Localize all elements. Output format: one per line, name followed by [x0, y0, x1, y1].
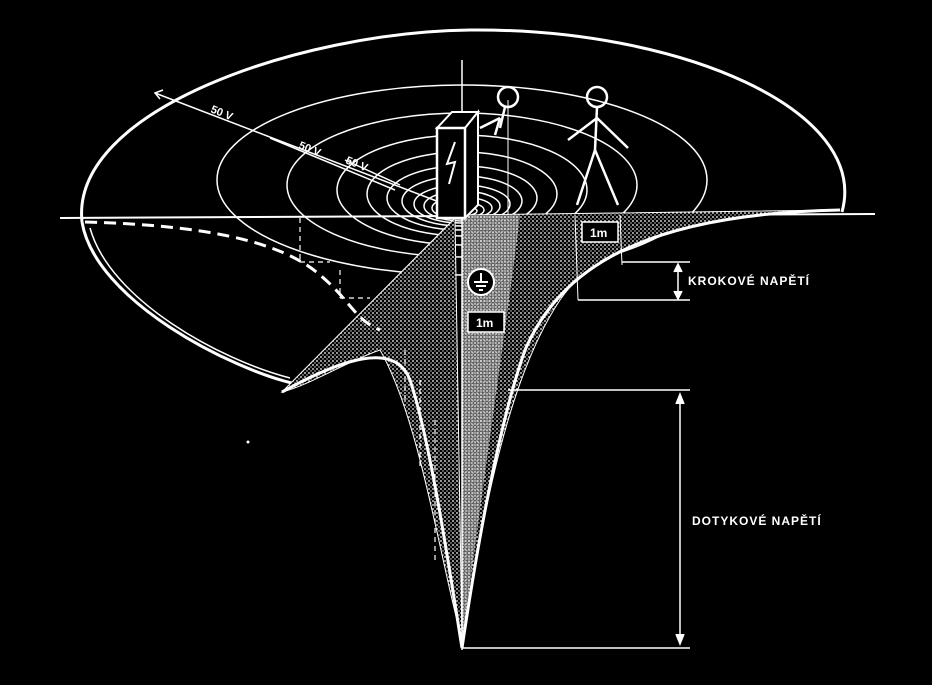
- touch-voltage-label: DOTYKOVÉ NAPĚTÍ: [692, 513, 822, 528]
- funnel-curve-left: [281, 356, 464, 649]
- distance-label-mid: 1m: [467, 311, 505, 333]
- potential-dashed-curve: [84, 220, 381, 332]
- funnel-cut-left: [280, 216, 463, 641]
- funnel-rim-left: [80, 221, 301, 387]
- ground-surface-ellipse: [80, 28, 846, 223]
- stray-dot: [246, 440, 250, 444]
- ground-symbol-icon: [467, 268, 495, 296]
- dashed-guide-lines: [299, 218, 436, 560]
- step-voltage-label: KROKOVÉ NAPĚTÍ: [688, 273, 810, 288]
- voltage-label-inner: 50 V: [344, 155, 370, 175]
- voltage-label-outer: 50 V: [209, 104, 235, 124]
- step-voltage-dimension: [578, 261, 690, 301]
- touch-voltage-dimension: [462, 389, 690, 649]
- svg-text:1m: 1m: [476, 316, 493, 330]
- distance-label-top: 1m: [581, 221, 619, 243]
- step-axis-left: [619, 214, 623, 266]
- step-axis-right: [574, 214, 579, 301]
- voltage-radius-lines: [153, 89, 461, 211]
- person-icon: [567, 85, 629, 206]
- lightning-bolt-icon: [445, 141, 457, 185]
- funnel-curve-right: [460, 208, 841, 649]
- svg-text:1m: 1m: [590, 226, 607, 240]
- person-icon: [479, 85, 520, 136]
- funnel-rim-left-inner: [89, 227, 291, 379]
- electrical-box: [434, 109, 481, 221]
